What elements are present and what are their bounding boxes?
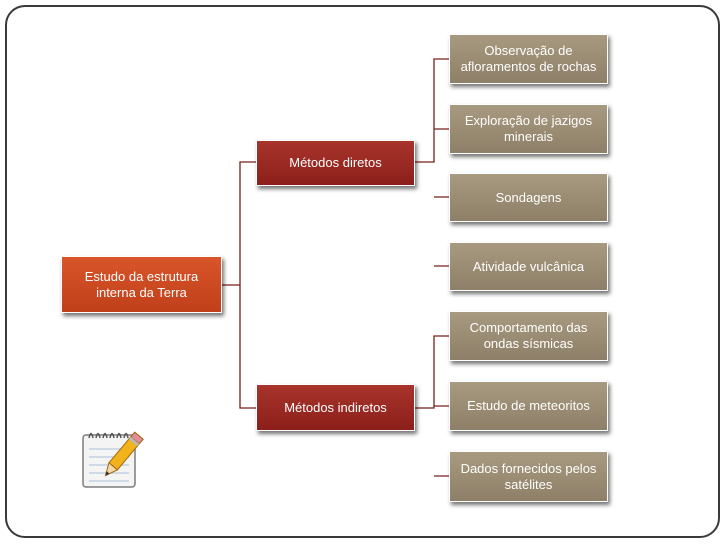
leaf-node-label: Atividade vulcânica <box>472 258 585 274</box>
leaf-node-satellites: Dados fornecidos pelos satélites <box>449 451 608 502</box>
leaf-node-label: Dados fornecidos pelos satélites <box>460 460 597 492</box>
connector-direct-leaves <box>415 58 449 267</box>
leaf-node-drilling: Sondagens <box>449 173 608 222</box>
branch-node-label: Métodos diretos <box>289 155 382 170</box>
leaf-node-mining: Exploração de jazigos minerais <box>449 104 608 154</box>
leaf-node-label: Estudo de meteoritos <box>467 398 590 413</box>
leaf-node-label: Comportamento das ondas sísmicas <box>469 320 588 351</box>
root-node-label: Estudo da estrutura interna da Terra <box>84 268 199 300</box>
root-node: Estudo da estrutura interna da Terra <box>61 256 222 313</box>
leaf-node-meteorites: Estudo de meteoritos <box>449 381 608 431</box>
leaf-node-seismic: Comportamento das ondas sísmicas <box>449 311 608 361</box>
branch-node-label: Métodos indiretos <box>284 399 387 415</box>
branch-node-indirect: Métodos indiretos <box>256 384 415 431</box>
leaf-node-label: Sondagens <box>495 189 562 205</box>
leaf-node-label: Exploração de jazigos minerais <box>464 113 593 144</box>
connector-root-branches <box>222 161 256 409</box>
leaf-node-outcrops: Observação de afloramentos de rochas <box>449 34 608 84</box>
notepad-pencil-icon <box>82 431 144 488</box>
leaf-node-label: Observação de afloramentos de rochas <box>460 43 597 74</box>
connector-indirect-leaves <box>415 335 449 477</box>
leaf-node-volcanic: Atividade vulcânica <box>449 242 608 291</box>
branch-node-direct: Métodos diretos <box>256 140 415 186</box>
